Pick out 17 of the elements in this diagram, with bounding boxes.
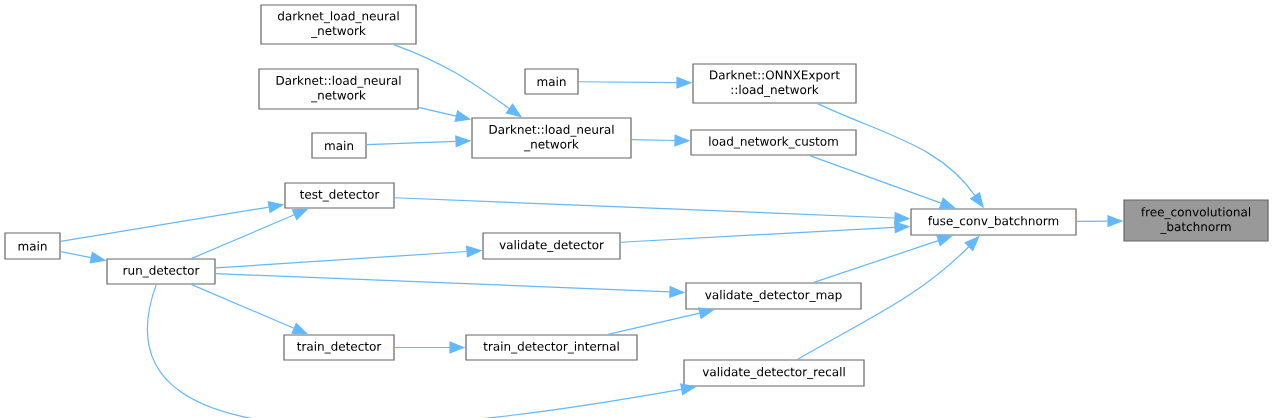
function-box: main <box>4 232 61 260</box>
function-box: free_convolutional _batchnorm <box>1123 199 1269 242</box>
function-box: validate_detector <box>482 232 621 260</box>
function-box: main <box>524 68 579 95</box>
function-box: run_detector <box>106 258 216 285</box>
function-box: load_network_custom <box>690 129 857 156</box>
function-box: train_detector <box>283 334 395 361</box>
function-box: test_detector <box>284 182 395 209</box>
function-box: Darknet::load_neural _network <box>471 117 632 159</box>
function-box: Darknet::load_neural _network <box>258 68 419 110</box>
function-box: main <box>311 132 367 159</box>
function-box: fuse_conv_batchnorm <box>910 208 1077 236</box>
function-box: Darknet::ONNXExport ::load_network <box>692 63 857 104</box>
function-box: validate_detector_recall <box>683 359 865 387</box>
function-box: train_detector_internal <box>465 334 638 361</box>
function-box: validate_detector_map <box>685 282 862 310</box>
function-box: darknet_load_neural _network <box>260 4 417 45</box>
